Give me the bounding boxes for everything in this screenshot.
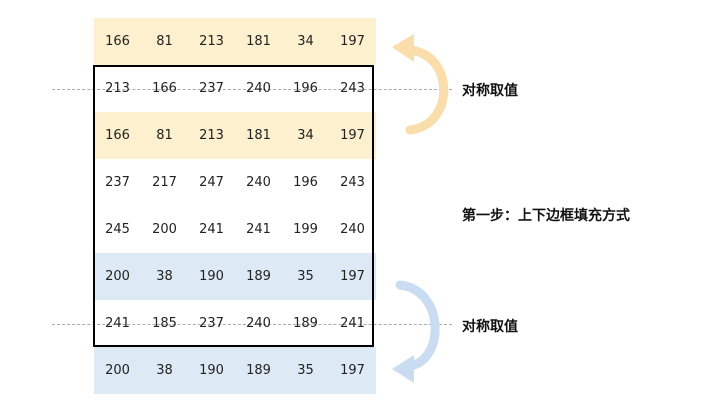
matrix-cell: 241 <box>105 316 130 331</box>
matrix-cell: 241 <box>340 316 365 331</box>
matrix-cell: 197 <box>340 128 365 143</box>
matrix-cell: 34 <box>297 34 314 49</box>
matrix-cell: 196 <box>293 81 318 96</box>
matrix-cell: 197 <box>340 363 365 378</box>
matrix-row: 245 200 241 241 199 240 <box>94 206 376 253</box>
matrix-cell: 243 <box>340 81 365 96</box>
curved-arrow-up-head <box>392 34 414 62</box>
matrix-cell: 245 <box>105 222 130 237</box>
bottom-symmetric-label: 对称取值 <box>462 319 518 335</box>
matrix-cell: 189 <box>246 363 271 378</box>
matrix-row: 213 166 237 240 196 243 <box>94 65 376 112</box>
matrix-cell: 213 <box>105 81 130 96</box>
matrix-cell: 240 <box>246 175 271 190</box>
matrix-row: 237 217 247 240 196 243 <box>94 159 376 206</box>
curved-arrow-down-head <box>392 355 414 383</box>
matrix-cell: 190 <box>199 363 224 378</box>
matrix-cell: 237 <box>199 81 224 96</box>
matrix-cell: 200 <box>152 222 177 237</box>
matrix-cell: 241 <box>246 222 271 237</box>
matrix-cell: 237 <box>105 175 130 190</box>
matrix-cell: 190 <box>199 269 224 284</box>
matrix-cell: 189 <box>246 269 271 284</box>
matrix-cell: 81 <box>156 34 173 49</box>
matrix-row: 166 81 213 181 34 197 <box>94 18 376 65</box>
matrix-cell: 217 <box>152 175 177 190</box>
matrix-cell: 199 <box>293 222 318 237</box>
matrix-row: 166 81 213 181 34 197 <box>94 112 376 159</box>
matrix-row: 241 185 237 240 189 241 <box>94 300 376 347</box>
top-symmetric-label: 对称取值 <box>462 83 518 99</box>
matrix-cell: 196 <box>293 175 318 190</box>
matrix-cell: 35 <box>297 363 314 378</box>
curved-arrow-up-icon <box>405 45 449 135</box>
matrix-cell: 181 <box>246 34 271 49</box>
matrix-cell: 81 <box>156 128 173 143</box>
matrix-cell: 243 <box>340 175 365 190</box>
matrix-cell: 166 <box>152 81 177 96</box>
matrix-cell: 181 <box>246 128 271 143</box>
matrix-cell: 200 <box>105 269 130 284</box>
matrix-cell: 200 <box>105 363 130 378</box>
matrix-cell: 241 <box>199 222 224 237</box>
curved-arrow-down-icon <box>395 280 440 371</box>
matrix-cell: 35 <box>297 269 314 284</box>
symmetry-axis-bottom <box>52 324 452 325</box>
matrix-cell: 166 <box>105 128 130 143</box>
matrix-cell: 240 <box>246 316 271 331</box>
matrix-cell: 189 <box>293 316 318 331</box>
matrix-cell: 197 <box>340 269 365 284</box>
step-one-label: 第一步：上下边框填充方式 <box>462 208 630 224</box>
matrix-cell: 240 <box>246 81 271 96</box>
matrix-cell: 197 <box>340 34 365 49</box>
matrix-row: 200 38 190 189 35 197 <box>94 347 376 394</box>
matrix-cell: 213 <box>199 34 224 49</box>
matrix-cell: 240 <box>340 222 365 237</box>
matrix-cell: 247 <box>199 175 224 190</box>
matrix-cell: 213 <box>199 128 224 143</box>
symmetry-axis-top <box>52 89 452 90</box>
matrix-cell: 166 <box>105 34 130 49</box>
matrix-cell: 237 <box>199 316 224 331</box>
matrix-cell: 34 <box>297 128 314 143</box>
matrix-cell: 38 <box>156 363 173 378</box>
matrix-row: 200 38 190 189 35 197 <box>94 253 376 300</box>
matrix-cell: 185 <box>152 316 177 331</box>
matrix-cell: 38 <box>156 269 173 284</box>
